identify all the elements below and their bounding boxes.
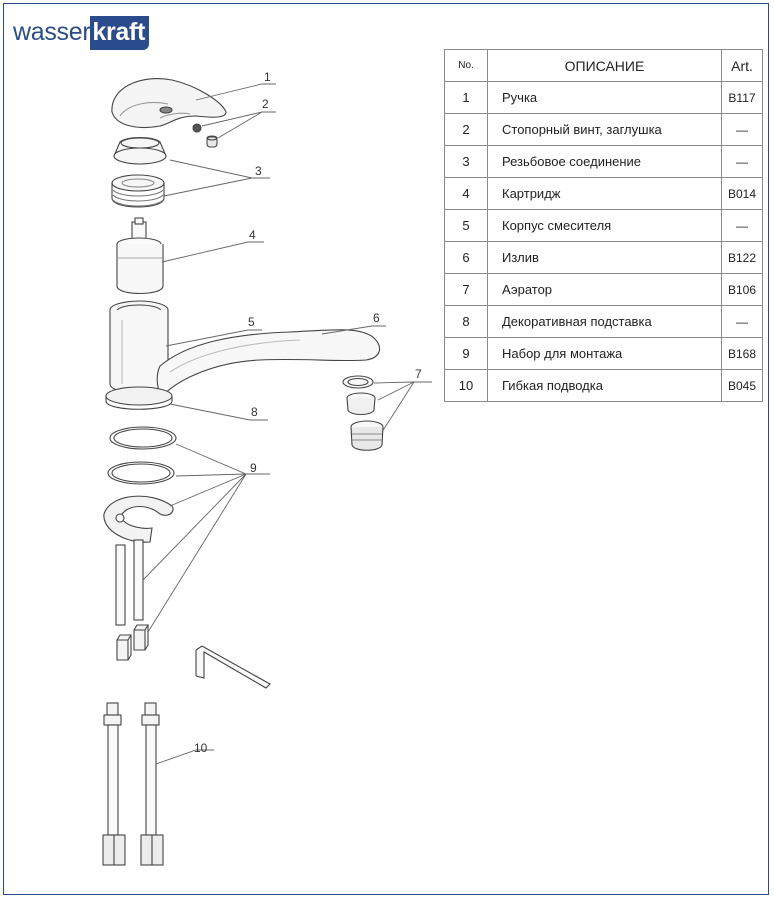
row-description: Гибкая подводка	[487, 369, 722, 402]
row-art: —	[721, 209, 763, 242]
row-art: —	[721, 305, 763, 338]
row-description: Картридж	[487, 177, 722, 210]
flexible-hose-part	[102, 702, 164, 866]
callout-5: 5	[248, 315, 255, 329]
page-frame	[3, 3, 769, 895]
callout-10: 10	[194, 741, 208, 755]
decorative-base-part	[105, 386, 173, 410]
screw-plug-part	[192, 123, 218, 148]
row-no: 7	[444, 273, 488, 306]
brand-logo-part1: wasser	[13, 18, 91, 46]
row-art: B122	[721, 241, 763, 274]
cartridge-part	[116, 217, 164, 294]
mounting-kit-part	[103, 426, 271, 689]
callout-8: 8	[251, 405, 258, 419]
row-art: B168	[721, 337, 763, 370]
threaded-connection-part	[111, 136, 167, 208]
callout-2: 2	[262, 97, 269, 111]
row-art: —	[721, 113, 763, 146]
brand-logo: wasser kraft	[13, 16, 150, 50]
callout-numbers: 1 2 3 4 5 6 7 8 9 10	[194, 70, 422, 755]
handle-part	[111, 78, 227, 129]
callout-9: 9	[250, 461, 257, 475]
brand-logo-part2: kraft	[90, 16, 150, 50]
callout-3: 3	[255, 164, 262, 178]
body-part	[109, 300, 169, 394]
leader-lines	[142, 83, 432, 765]
header-description: ОПИСАНИЕ	[487, 49, 722, 82]
row-art: —	[721, 145, 763, 178]
row-description: Резьбовое соединение	[487, 145, 722, 178]
row-art: B117	[721, 81, 763, 114]
row-no: 1	[444, 81, 488, 114]
row-no: 8	[444, 305, 488, 338]
row-no: 2	[444, 113, 488, 146]
callout-6: 6	[373, 311, 380, 325]
row-art: B014	[721, 177, 763, 210]
row-description: Декоративная подставка	[487, 305, 722, 338]
row-description: Стопорный винт, заглушка	[487, 113, 722, 146]
callout-7: 7	[415, 367, 422, 381]
row-no: 5	[444, 209, 488, 242]
row-description: Набор для монтажа	[487, 337, 722, 370]
callout-1: 1	[264, 70, 271, 84]
callout-4: 4	[249, 228, 256, 242]
aerator-part	[342, 375, 384, 451]
row-art: B045	[721, 369, 763, 402]
